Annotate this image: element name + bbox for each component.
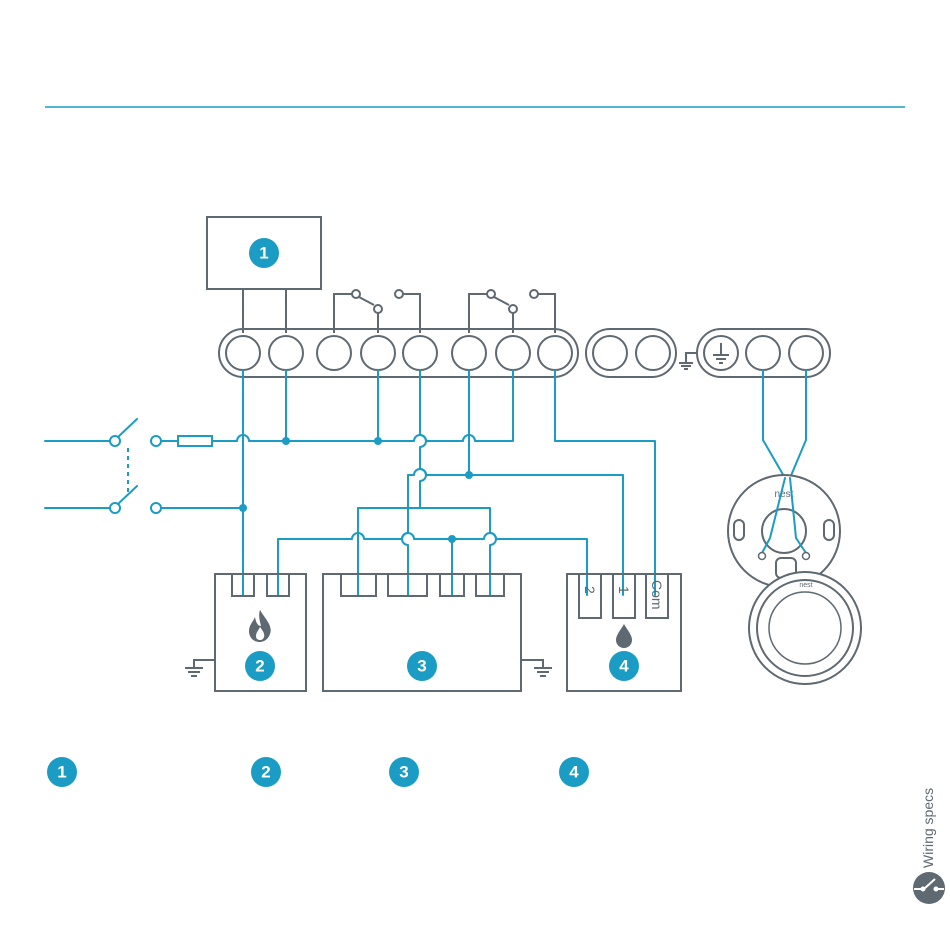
component-2-box: 2 <box>215 574 306 691</box>
terminal-strip-main <box>219 329 578 377</box>
legend-item-4: 4 <box>559 757 589 787</box>
water-drop-icon <box>616 624 632 648</box>
section-label: Wiring specs <box>920 788 936 868</box>
component-3-box: 3 <box>323 574 521 691</box>
svg-text:2: 2 <box>261 763 270 782</box>
svg-text:1: 1 <box>57 763 66 782</box>
svg-text:3: 3 <box>417 657 426 676</box>
earth-ground-icon <box>679 353 697 369</box>
terminal-label-com: Com <box>649 580 665 610</box>
earth-ground-icon <box>185 660 215 676</box>
terminal-label-2: 2 <box>582 586 598 594</box>
mains-switch <box>45 419 161 513</box>
legend-item-2: 2 <box>251 757 281 787</box>
flame-icon <box>249 610 271 642</box>
component-4-box: 2 1 Com 4 <box>567 574 681 691</box>
svg-text:4: 4 <box>569 763 579 782</box>
relay-contact-1 <box>334 290 420 333</box>
svg-text:3: 3 <box>399 763 408 782</box>
fuse <box>161 436 212 446</box>
earth-ground-icon <box>521 660 552 676</box>
wiring-specs-icon[interactable] <box>913 872 945 904</box>
legend-item-3: 3 <box>389 757 419 787</box>
earth-ground-icon <box>713 343 729 363</box>
terminal-strip-spare <box>586 329 676 377</box>
svg-text:nest: nest <box>799 582 812 589</box>
svg-text:2: 2 <box>255 657 264 676</box>
legend-item-1: 1 <box>47 757 77 787</box>
terminal-label-1: 1 <box>616 586 632 594</box>
relay-contact-2 <box>469 290 555 333</box>
svg-text:4: 4 <box>619 657 629 676</box>
svg-text:1: 1 <box>259 244 268 263</box>
component-1-box: 1 <box>207 217 321 289</box>
